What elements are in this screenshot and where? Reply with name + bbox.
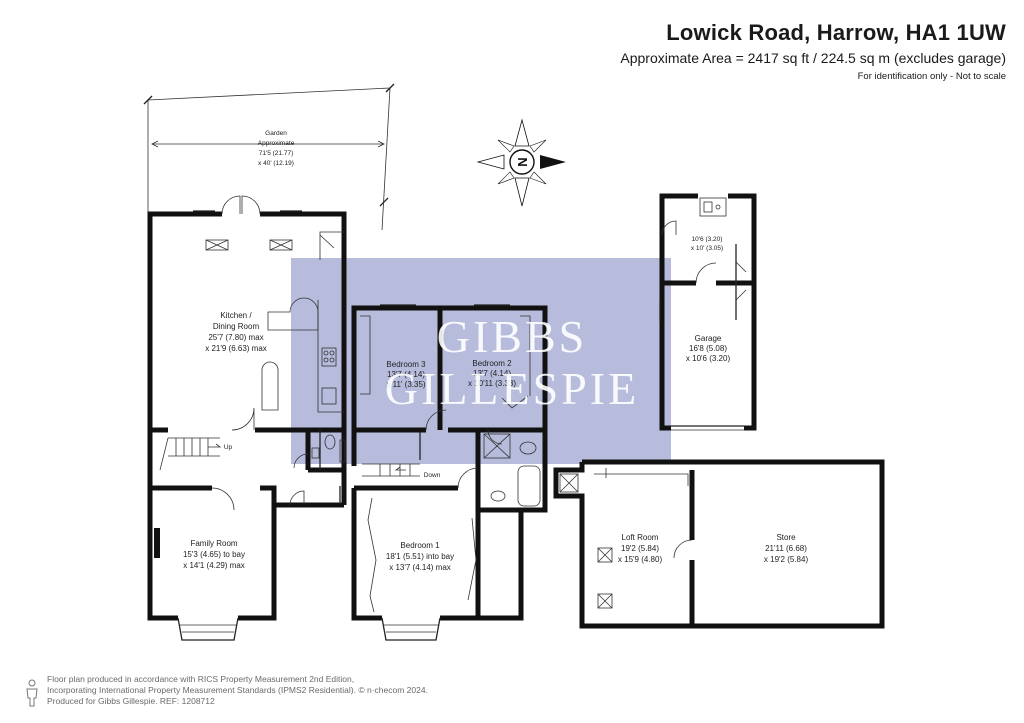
- store-label-line2: x 19'2 (5.84): [764, 555, 809, 564]
- compass-icon: N: [476, 118, 566, 207]
- watermark-line1: GIBBS: [437, 311, 587, 362]
- scale-note: For identification only - Not to scale: [857, 71, 1006, 82]
- stairs-up-label: Up: [224, 444, 233, 451]
- kitchen-label: Kitchen /: [220, 311, 252, 320]
- kitchen-label-line1: Dining Room: [213, 322, 260, 331]
- footer-line2: Incorporating International Property Mea…: [47, 685, 428, 695]
- watermark-line2: GILLESPIE: [385, 363, 639, 414]
- family-room-label-line2: x 14'1 (4.29) max: [183, 561, 245, 570]
- bedroom3-label: Bedroom 3: [386, 360, 426, 369]
- utility-label-line2: x 10' (3.05): [691, 245, 723, 252]
- kitchen-label-line2: 25'7 (7.80) max: [208, 333, 263, 342]
- person-icon: [26, 679, 38, 707]
- bedroom2-label-line1: 13'7 (4.14): [473, 369, 511, 378]
- approximate-area: Approximate Area = 2417 sq ft / 224.5 sq…: [620, 50, 1006, 66]
- garden-label-line3: x 40' (12.19): [258, 160, 294, 167]
- kitchen-label-line3: x 21'9 (6.63) max: [205, 344, 267, 353]
- garage-block: 10'6 (3.20) x 10' (3.05) Garage 16'8 (5.…: [659, 193, 757, 431]
- store-label-line1: 21'11 (6.68): [765, 544, 807, 553]
- footer-notes: Floor plan produced in accordance with R…: [47, 674, 428, 707]
- loft-room-label-line1: 19'2 (5.84): [621, 544, 659, 553]
- bedroom3-label-line1: 13'7 (4.14): [387, 370, 425, 379]
- garage-label-line1: 16'8 (5.08): [689, 344, 727, 353]
- garden-label: Garden: [265, 130, 287, 137]
- garden-label-line2: 71'5 (21.77): [259, 150, 294, 157]
- first-floor: Down Bedroom 3 13'7 (4.14) x 11' (3.35) …: [351, 304, 548, 641]
- loft-room-label: Loft Room: [622, 533, 659, 542]
- ground-floor: Up Kitchen / Dining Room 25'7 (7.80) max…: [147, 195, 347, 641]
- garage-label: Garage: [695, 334, 722, 343]
- store-label: Store: [776, 533, 796, 542]
- bedroom1-label-line2: x 13'7 (4.14) max: [389, 563, 451, 572]
- bedroom1-label-line1: 18'1 (5.51) into bay: [386, 552, 454, 561]
- loft-floor: Loft Room 19'2 (5.84) x 15'9 (4.80) Stor…: [553, 459, 885, 629]
- garden-label-line1: Approximate: [258, 140, 295, 147]
- stairs-down-label: Down: [424, 472, 441, 479]
- footer-line1: Floor plan produced in accordance with R…: [47, 674, 355, 684]
- utility-label-line1: 10'6 (3.20): [692, 236, 723, 243]
- footer-line3: Produced for Gibbs Gillespie. REF: 12087…: [47, 696, 215, 706]
- garage-label-line2: x 10'6 (3.20): [686, 354, 731, 363]
- bedroom2-label: Bedroom 2: [472, 359, 512, 368]
- family-room-label-line1: 15'3 (4.65) to bay: [183, 550, 245, 559]
- garden-area: Garden Approximate 71'5 (21.77) x 40' (1…: [143, 83, 395, 231]
- bedroom2-label-line2: x 10'11 (3.33): [468, 379, 516, 388]
- compass-north-label: N: [515, 157, 530, 166]
- bedroom3-label-line2: x 11' (3.35): [386, 380, 426, 389]
- family-room-label: Family Room: [190, 539, 237, 548]
- property-title: Lowick Road, Harrow, HA1 1UW: [666, 20, 1006, 45]
- bedroom1-label: Bedroom 1: [400, 541, 440, 550]
- loft-room-label-line2: x 15'9 (4.80): [618, 555, 663, 564]
